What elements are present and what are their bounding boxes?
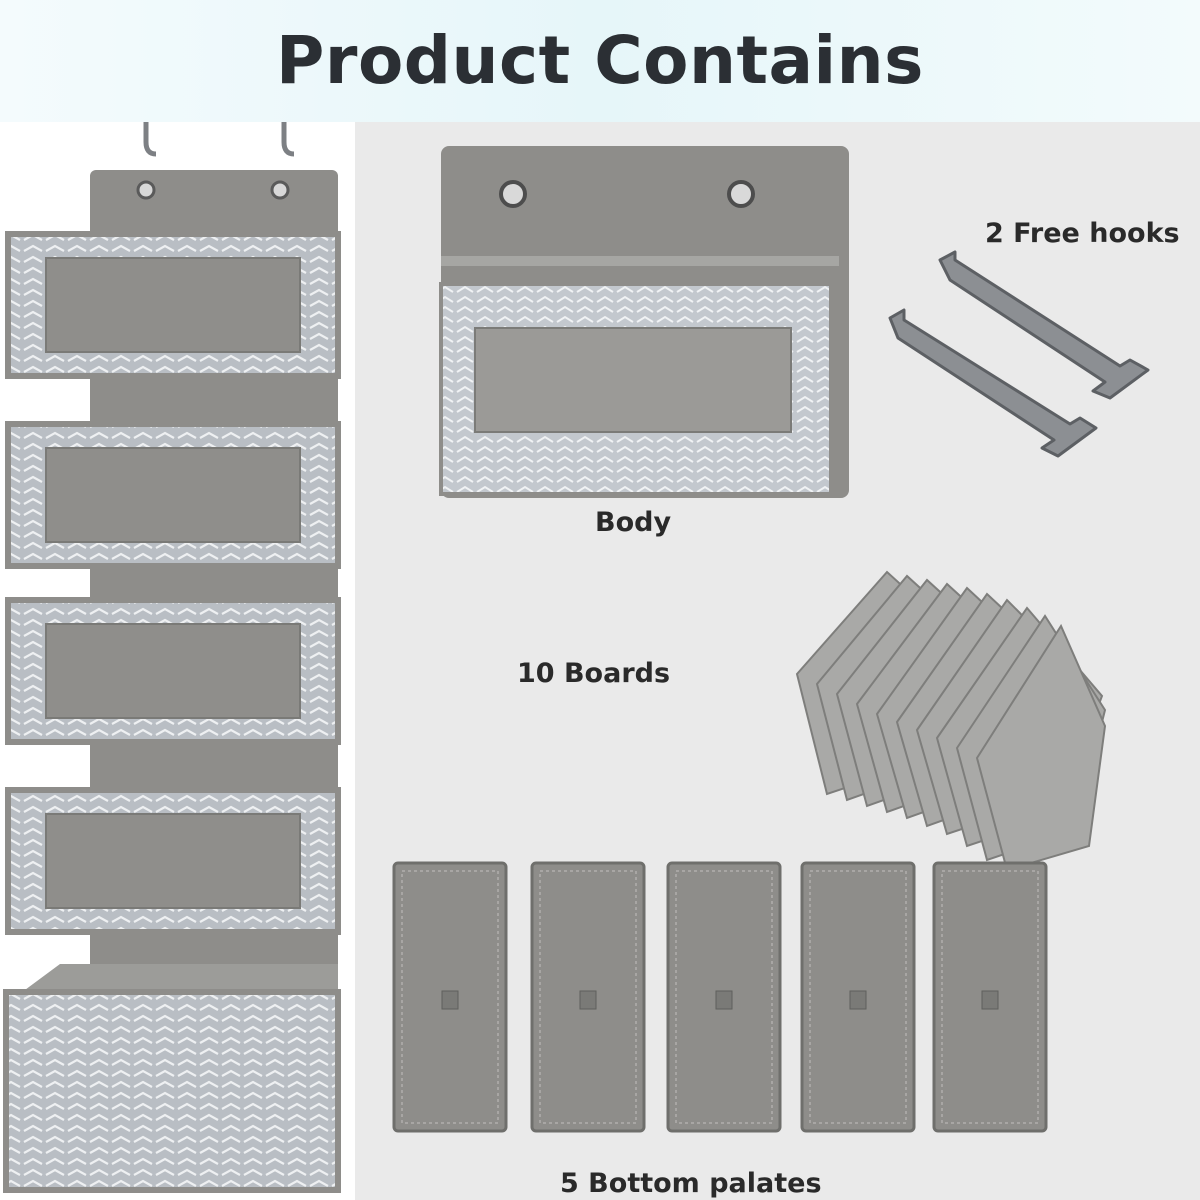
pocket-5 bbox=[3, 964, 341, 1193]
pocket-4 bbox=[5, 787, 341, 935]
palates-label: 5 Bottom palates bbox=[560, 1168, 822, 1199]
title-banner: Product Contains bbox=[0, 0, 1200, 122]
boards-label: 10 Boards bbox=[517, 658, 671, 689]
hooks-label: 2 Free hooks bbox=[985, 218, 1180, 249]
parts-panel: Body 2 Free hooks 10 Boards bbox=[355, 122, 1200, 1200]
body-panel-image bbox=[439, 146, 849, 498]
bottom-palate-5 bbox=[932, 861, 1048, 1133]
pocket-2 bbox=[5, 421, 341, 569]
organizer-panel bbox=[0, 122, 355, 1200]
page-title: Product Contains bbox=[276, 22, 924, 99]
bottom-palate-2 bbox=[530, 861, 646, 1133]
hook-icon bbox=[888, 250, 1150, 458]
pocket-3 bbox=[5, 597, 341, 745]
board-icon bbox=[795, 570, 1107, 872]
bottom-palate-3 bbox=[666, 861, 782, 1133]
bottom-palate-1 bbox=[392, 861, 508, 1133]
hanging-organizer-image bbox=[3, 122, 341, 1193]
bottom-palate-icon bbox=[392, 861, 916, 1133]
pocket-1 bbox=[5, 231, 341, 379]
bottom-palate-4 bbox=[800, 861, 916, 1133]
body-label: Body bbox=[595, 507, 672, 538]
